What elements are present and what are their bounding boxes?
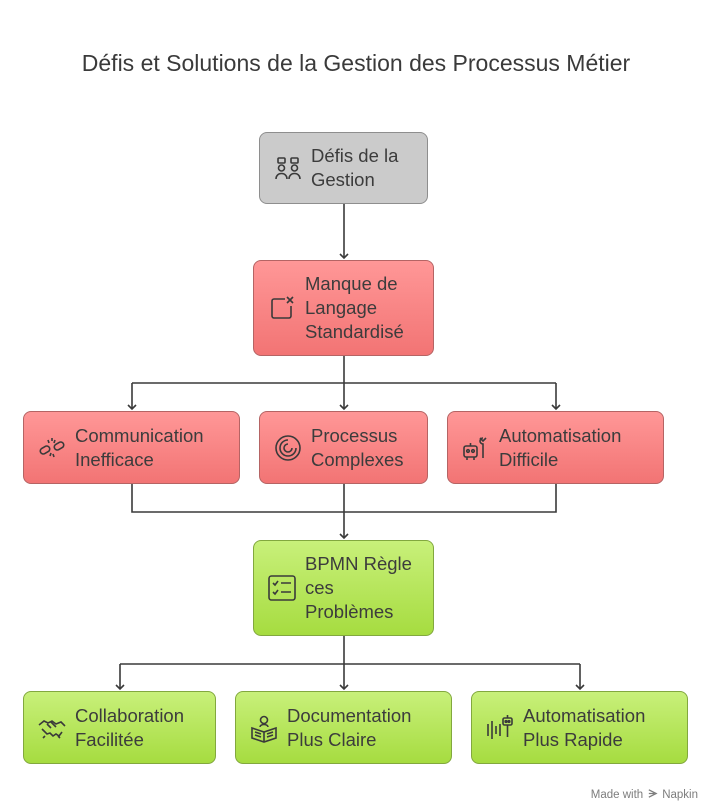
diagram-title: Défis et Solutions de la Gestion des Pro… xyxy=(81,50,631,76)
node-defis-gestion[interactable]: Défis de la Gestion xyxy=(259,132,428,204)
checklist-icon xyxy=(266,572,298,604)
robot-wrench-icon xyxy=(460,432,492,464)
handshake-icon xyxy=(36,712,68,744)
people-icon xyxy=(272,152,304,184)
node-label-line: Défis de la xyxy=(311,145,399,166)
split-bpmn xyxy=(120,636,580,665)
robot-speed-icon xyxy=(484,712,516,744)
node-label-line: Collaboration xyxy=(75,704,185,726)
node-documentation-claire[interactable]: Documentation Plus Claire xyxy=(235,691,452,764)
napkin-logo-icon xyxy=(647,788,658,802)
node-label-line: Standardisé xyxy=(305,321,404,342)
node-label-line: Plus Rapide xyxy=(523,728,623,750)
node-label-line: Communication xyxy=(75,424,204,446)
node-label-line: BPMN Règle xyxy=(305,553,412,574)
node-label-line: Complexes xyxy=(311,448,404,470)
cross-square-icon xyxy=(266,292,298,324)
node-manque-langage[interactable]: Manque de Langage Standardisé xyxy=(253,260,434,356)
node-bpmn-solution[interactable]: BPMN Règle ces Problèmes xyxy=(253,540,434,636)
node-label-line: Inefficace xyxy=(75,448,154,470)
split-manque xyxy=(132,356,556,384)
node-label-line: Gestion xyxy=(311,169,375,190)
node-label-line: Automatisation xyxy=(499,424,622,446)
node-label-line: Problèmes xyxy=(305,601,394,622)
node-automatisation-rapide[interactable]: Automatisation Plus Rapide xyxy=(471,691,688,764)
node-label-line: Processus xyxy=(311,424,398,446)
reading-book-icon xyxy=(248,712,280,744)
node-label-line: Automatisation xyxy=(523,704,646,726)
broken-chain-icon xyxy=(36,432,68,464)
spiral-icon xyxy=(272,432,304,464)
node-automatisation-difficile[interactable]: Automatisation Difficile xyxy=(447,411,664,484)
node-processus-complexes[interactable]: Processus Complexes xyxy=(259,411,428,484)
node-label-line: ces xyxy=(305,577,334,598)
node-label-line: Langage xyxy=(305,297,378,318)
node-label-line: Plus Claire xyxy=(287,728,377,750)
napkin-brand-text: Napkin xyxy=(662,789,698,801)
napkin-watermark: Made with Napkin xyxy=(591,788,698,802)
merge-to-bpmn xyxy=(131,484,557,538)
node-communication-inefficace[interactable]: Communication Inefficace xyxy=(23,411,240,484)
node-collaboration-facilitee[interactable]: Collaboration Facilitée xyxy=(23,691,216,764)
node-label-line: Documentation xyxy=(287,704,412,726)
node-label-line: Facilitée xyxy=(75,728,144,750)
made-with-text: Made with xyxy=(590,789,644,801)
node-label-line: Manque de xyxy=(305,273,398,294)
node-label-line: Difficile xyxy=(499,448,559,470)
